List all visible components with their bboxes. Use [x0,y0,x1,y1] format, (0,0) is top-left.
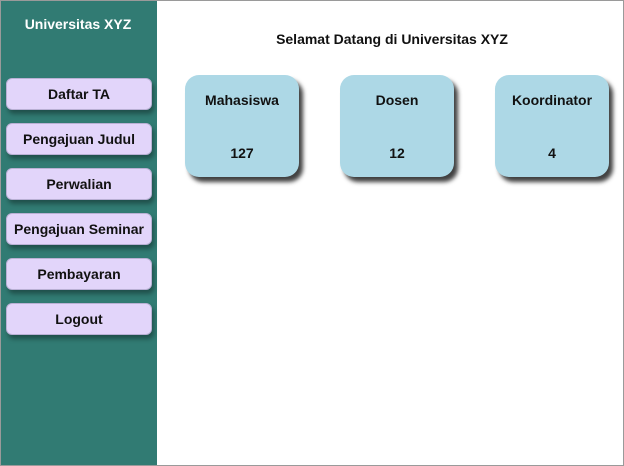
brand-title: Universitas XYZ [24,16,132,32]
card-count: 4 [548,145,556,161]
nav-logout-button[interactable]: Logout [6,303,152,335]
card-count: 127 [230,145,254,161]
card-title: Koordinator [511,92,593,108]
nav-pembayaran-button[interactable]: Pembayaran [6,258,152,290]
card-count: 12 [389,145,405,161]
card-title: Dosen [375,92,419,108]
nav-perwalian-button[interactable]: Perwalian [6,168,152,200]
nav-daftar-ta-button[interactable]: Daftar TA [6,78,152,110]
stat-card-mahasiswa: Mahasiswa 127 [185,75,299,177]
nav-pengajuan-seminar-button[interactable]: Pengajuan Seminar [6,213,152,245]
sidebar: Universitas XYZ Daftar TA Pengajuan Judu… [1,1,157,465]
nav-pengajuan-judul-button[interactable]: Pengajuan Judul [6,123,152,155]
welcome-heading: Selamat Datang di Universitas XYZ [276,31,508,47]
stat-card-koordinator: Koordinator 4 [495,75,609,177]
stat-card-dosen: Dosen 12 [340,75,454,177]
card-title: Mahasiswa [205,92,279,108]
